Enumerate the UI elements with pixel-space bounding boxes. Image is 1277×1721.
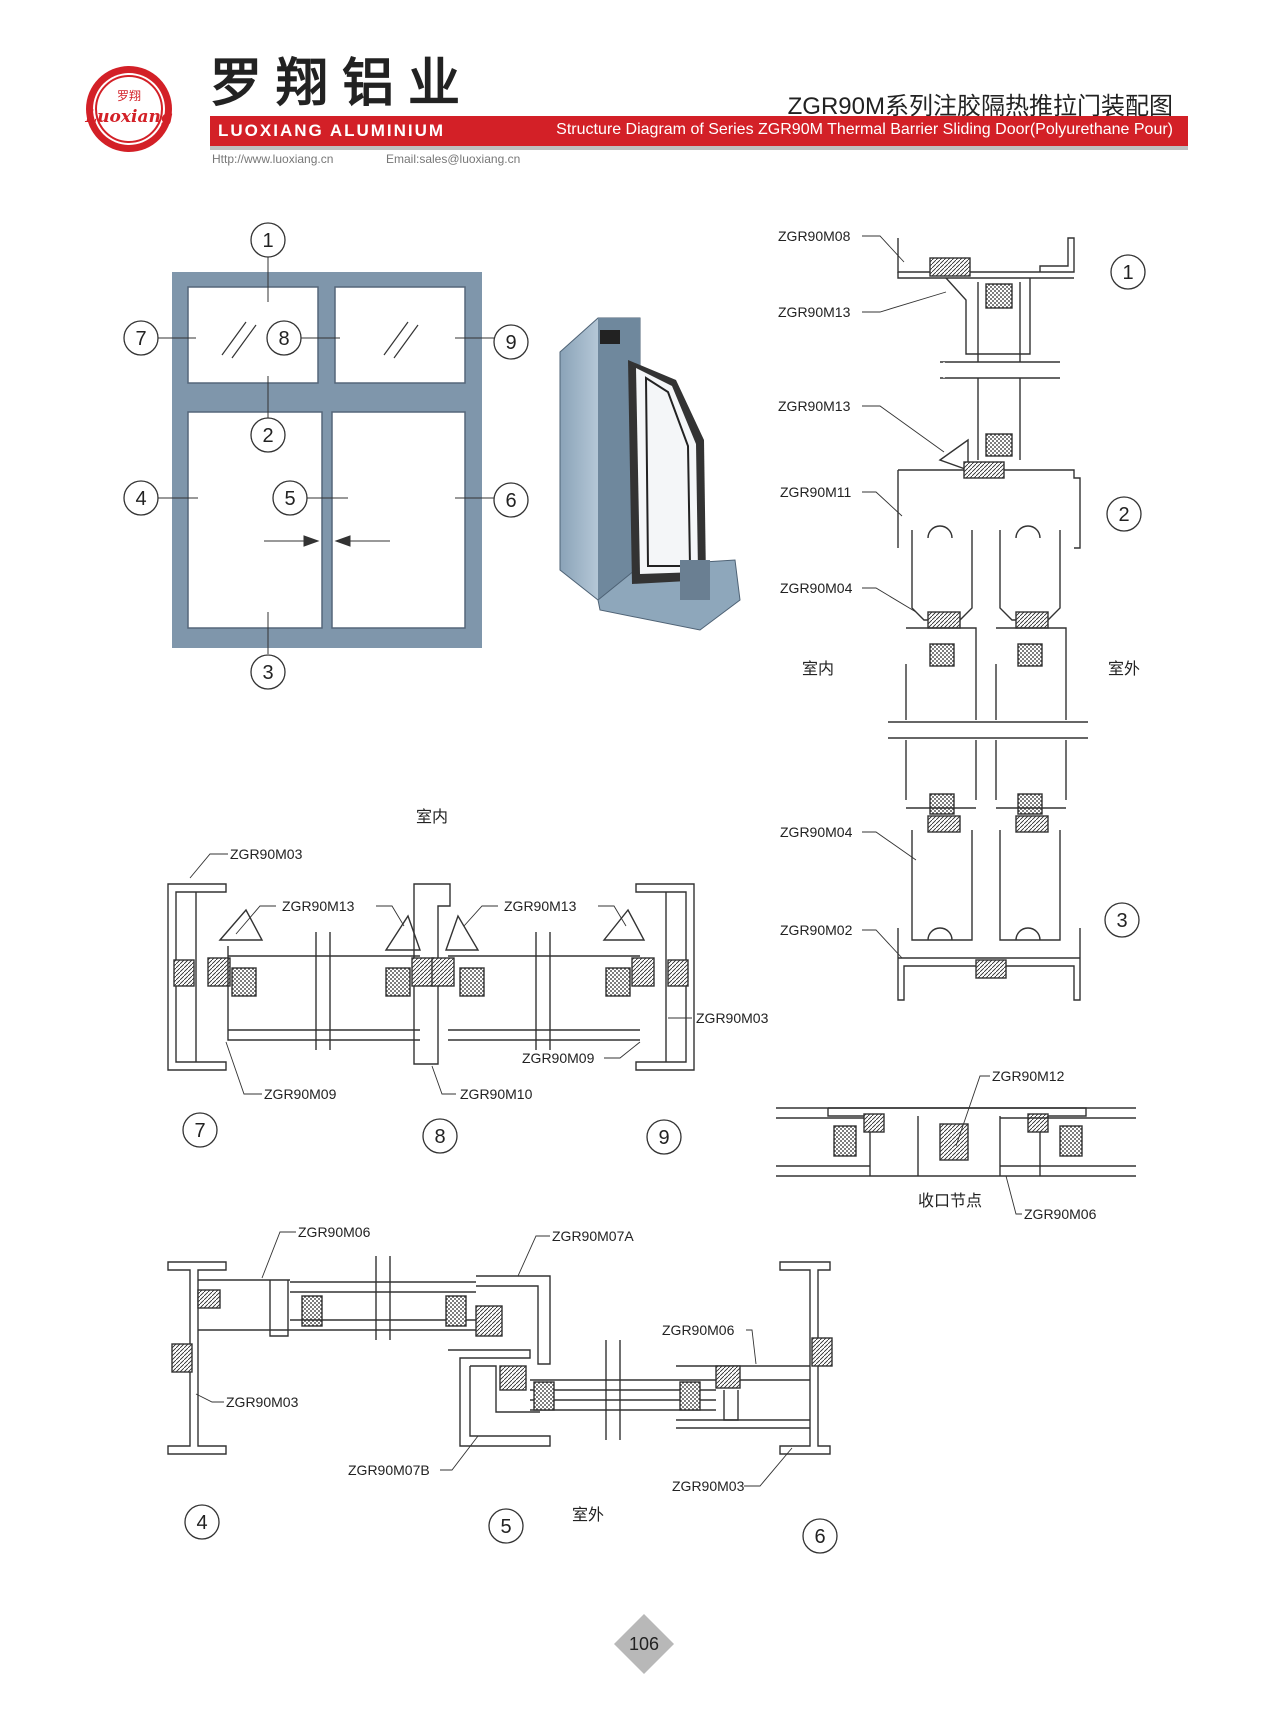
label-m06-right: ZGR90M06 bbox=[662, 1322, 735, 1338]
section-4-5-6 bbox=[167, 1256, 833, 1455]
sliding-panel-left bbox=[187, 411, 323, 629]
label-m13-top: ZGR90M13 bbox=[778, 304, 851, 320]
page-number-badge: 106 bbox=[614, 1614, 674, 1674]
callout-circles bbox=[123, 222, 529, 690]
label-indoor-vertical: 室内 bbox=[802, 659, 834, 678]
callout-8: 8 bbox=[278, 328, 289, 350]
label-m13-left: ZGR90M13 bbox=[282, 898, 355, 914]
label-outdoor-vertical: 室外 bbox=[1108, 659, 1140, 678]
closing-leader-lines bbox=[955, 1075, 1022, 1215]
section-callout-1: 1 bbox=[1122, 262, 1133, 284]
slide-arrows bbox=[264, 535, 390, 547]
callout-6: 6 bbox=[505, 490, 516, 512]
label-m04-top: ZGR90M04 bbox=[780, 580, 853, 596]
transom-glass-right bbox=[334, 286, 466, 384]
label-outdoor-horizontal: 室外 bbox=[572, 1505, 604, 1524]
horizontal-leader-lines bbox=[189, 853, 692, 1095]
label-m10: ZGR90M10 bbox=[460, 1086, 533, 1102]
callout-9: 9 bbox=[505, 332, 516, 354]
company-name-en: LUOXIANG ALUMINIUM bbox=[218, 121, 446, 140]
label-indoor-horizontal: 室内 bbox=[416, 807, 448, 826]
callout-4: 4 bbox=[135, 488, 146, 510]
label-m06-closing: ZGR90M06 bbox=[1024, 1206, 1097, 1222]
section-callout-circles bbox=[1104, 254, 1146, 938]
section-callout-8: 8 bbox=[434, 1126, 445, 1148]
page-subtitle-en: Structure Diagram of Series ZGR90M Therm… bbox=[556, 121, 1173, 138]
callout-2: 2 bbox=[262, 425, 273, 447]
callout-5: 5 bbox=[284, 488, 295, 510]
label-m13-right: ZGR90M13 bbox=[504, 898, 577, 914]
label-m11: ZGR90M11 bbox=[780, 484, 852, 500]
vertical-leader-lines bbox=[862, 235, 947, 959]
page-title-cn: ZGR90M系列注胶隔热推拉门装配图 bbox=[787, 93, 1173, 120]
horizontal-callout-circles bbox=[182, 1112, 682, 1155]
bottom-leader-lines bbox=[195, 1231, 793, 1487]
window-elevation: 1 7 8 9 2 4 5 6 3 bbox=[123, 222, 529, 690]
company-logo-badge: 罗翔 Luoxiang bbox=[84, 64, 174, 154]
closing-node-section bbox=[776, 1107, 1136, 1177]
label-m03-left: ZGR90M03 bbox=[230, 846, 303, 862]
section-callout-6: 6 bbox=[814, 1526, 825, 1548]
profile-3d-view bbox=[559, 317, 741, 631]
vertical-section bbox=[888, 237, 1088, 1001]
label-m07a: ZGR90M07A bbox=[552, 1228, 634, 1244]
section-callout-4: 4 bbox=[196, 1512, 207, 1534]
header-red-bar bbox=[210, 116, 1188, 146]
label-m06-left: ZGR90M06 bbox=[298, 1224, 371, 1240]
label-m08: ZGR90M08 bbox=[778, 228, 851, 244]
section-7-8-9 bbox=[167, 883, 695, 1071]
bottom-callout-circles bbox=[184, 1504, 838, 1554]
label-m03-bottom-left: ZGR90M03 bbox=[226, 1394, 299, 1410]
label-m12: ZGR90M12 bbox=[992, 1068, 1065, 1084]
label-m04-bottom: ZGR90M04 bbox=[780, 824, 853, 840]
section-callout-2: 2 bbox=[1118, 504, 1129, 526]
label-m09-right: ZGR90M09 bbox=[522, 1050, 595, 1066]
logo-badge-top: 罗翔 bbox=[117, 89, 141, 103]
label-m09-left: ZGR90M09 bbox=[264, 1086, 337, 1102]
logo-circle-icon: 罗翔 Luoxiang bbox=[84, 66, 173, 152]
callout-7: 7 bbox=[135, 328, 146, 350]
section-callout-7: 7 bbox=[194, 1120, 205, 1142]
page-number: 106 bbox=[629, 1634, 659, 1654]
website-text: Http://www.luoxiang.cn bbox=[212, 152, 334, 166]
header-divider bbox=[210, 146, 1188, 150]
label-m07b: ZGR90M07B bbox=[348, 1462, 430, 1478]
label-m03-right: ZGR90M03 bbox=[696, 1010, 769, 1026]
callout-leaders bbox=[157, 256, 494, 654]
callout-1: 1 bbox=[262, 230, 273, 252]
section-callout-9: 9 bbox=[658, 1127, 669, 1149]
label-closing-node: 收口节点 bbox=[918, 1191, 982, 1210]
label-m03-bottom-right: ZGR90M03 bbox=[672, 1478, 745, 1494]
section-callout-5: 5 bbox=[500, 1516, 511, 1538]
section-callout-3: 3 bbox=[1116, 910, 1127, 932]
email-text: Email:sales@luoxiang.cn bbox=[386, 152, 521, 166]
logo-badge-script: Luoxiang bbox=[84, 107, 173, 127]
glass-marks bbox=[221, 321, 419, 359]
company-name-cn: 罗翔铝业 bbox=[210, 54, 475, 114]
sliding-panel-right bbox=[331, 411, 466, 629]
callout-3: 3 bbox=[262, 662, 273, 684]
label-m13-mid: ZGR90M13 bbox=[778, 398, 851, 414]
label-m02: ZGR90M02 bbox=[780, 922, 853, 938]
